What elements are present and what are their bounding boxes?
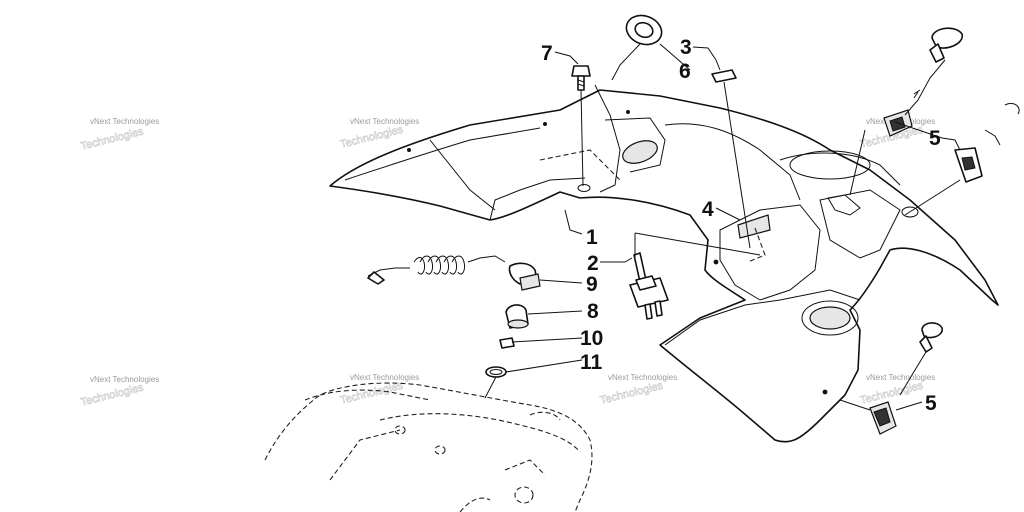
- small-screw: [499, 337, 515, 349]
- latch-lower: [869, 322, 943, 435]
- callout-8: 8: [587, 300, 599, 323]
- callout-numbers: 1 2 3 4 5 5 6 7 8 9 10 11: [541, 36, 941, 415]
- watermark-text-8: vNext Technologies: [866, 373, 935, 382]
- callout-2: 2: [587, 252, 599, 275]
- callout-11: 11: [580, 351, 603, 374]
- svg-text:Technologies: Technologies: [79, 381, 145, 408]
- callout-5-lower: 5: [925, 392, 937, 415]
- phantom-body-outline: [264, 382, 593, 512]
- svg-text:Technologies: Technologies: [859, 380, 925, 407]
- dashed-reference-lines: [539, 149, 766, 263]
- callout-4: 4: [702, 198, 714, 221]
- callout-5-upper: 5: [929, 127, 941, 150]
- watermark-text-2: vNext Technologies: [350, 117, 419, 126]
- latch-upper: [883, 27, 1020, 183]
- grommet: [625, 14, 663, 46]
- svg-text:Technologies: Technologies: [79, 125, 145, 152]
- callout-3: 3: [680, 36, 692, 59]
- o-ring: [485, 366, 507, 378]
- watermark-text-1: vNext Technologies: [90, 117, 159, 126]
- leader-lines: [484, 43, 961, 411]
- callout-10: 10: [580, 327, 603, 350]
- callout-9: 9: [586, 273, 598, 296]
- watermark-text-7: vNext Technologies: [608, 373, 677, 382]
- plug: [711, 69, 737, 83]
- callout-6: 6: [679, 60, 691, 83]
- toggle-switch: [629, 252, 669, 320]
- svg-text:Technologies: Technologies: [599, 380, 665, 407]
- console-panel: [329, 84, 999, 443]
- watermark-text-5: vNext Technologies: [90, 375, 159, 384]
- callout-7: 7: [541, 42, 553, 65]
- svg-text:Technologies: Technologies: [339, 124, 405, 151]
- callout-1: 1: [586, 226, 598, 249]
- screw: [571, 65, 591, 91]
- cap: [505, 304, 529, 329]
- tether-cord: [367, 255, 541, 291]
- watermark-text-6: vNext Technologies: [350, 373, 419, 382]
